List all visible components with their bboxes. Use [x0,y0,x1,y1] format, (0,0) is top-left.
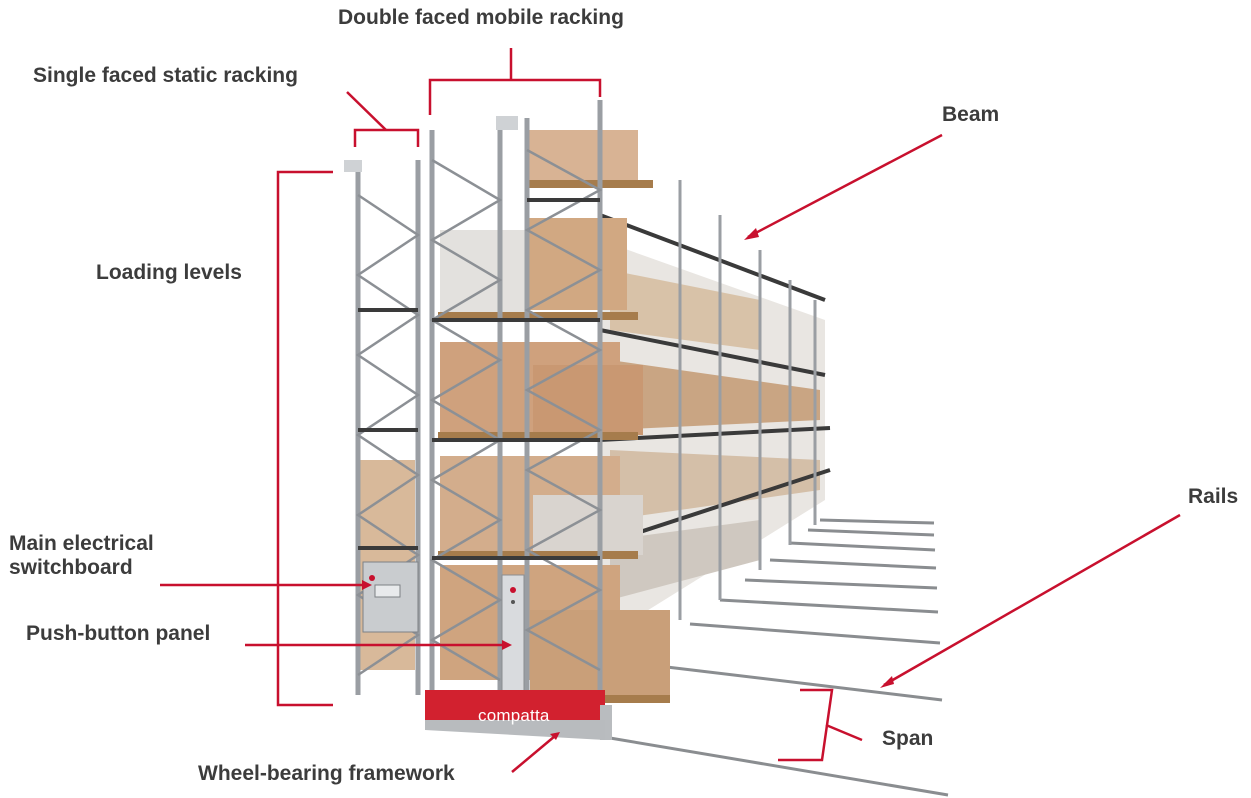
label-span: Span [882,727,934,750]
back-racking [599,180,831,640]
label-wheel-bearing-framework: Wheel-bearing framework [198,762,455,785]
label-push-button-panel: Push-button panel [26,622,211,645]
push-button-panel-icon [501,574,525,694]
label-double-faced-mobile-racking: Double faced mobile racking [338,6,624,29]
label-switchboard-line2: switchboard [9,556,133,580]
static-racking [344,160,421,695]
annotations [160,48,1181,773]
label-beam: Beam [942,103,1000,126]
label-rails: Rails [1188,485,1239,508]
mobile-racking-frame [429,100,603,700]
label-switchboard-line1: Main electrical [9,532,154,555]
rails [609,518,949,797]
label-loading-levels: Loading levels [96,261,242,284]
cabinet-icon [362,561,419,633]
single-racking-bracket [353,128,420,147]
wheel-bearing-base [425,690,612,740]
label-single-faced-static-racking: Single faced static racking [33,64,298,87]
arrowheads [362,228,894,740]
label-main-electrical-switchboard: Main electrical switchboard [9,532,154,580]
compatta-logo: compatta [478,706,550,725]
span-bracket [778,688,834,762]
loading-levels-bracket [276,170,333,707]
double-racking-bracket [428,78,602,115]
